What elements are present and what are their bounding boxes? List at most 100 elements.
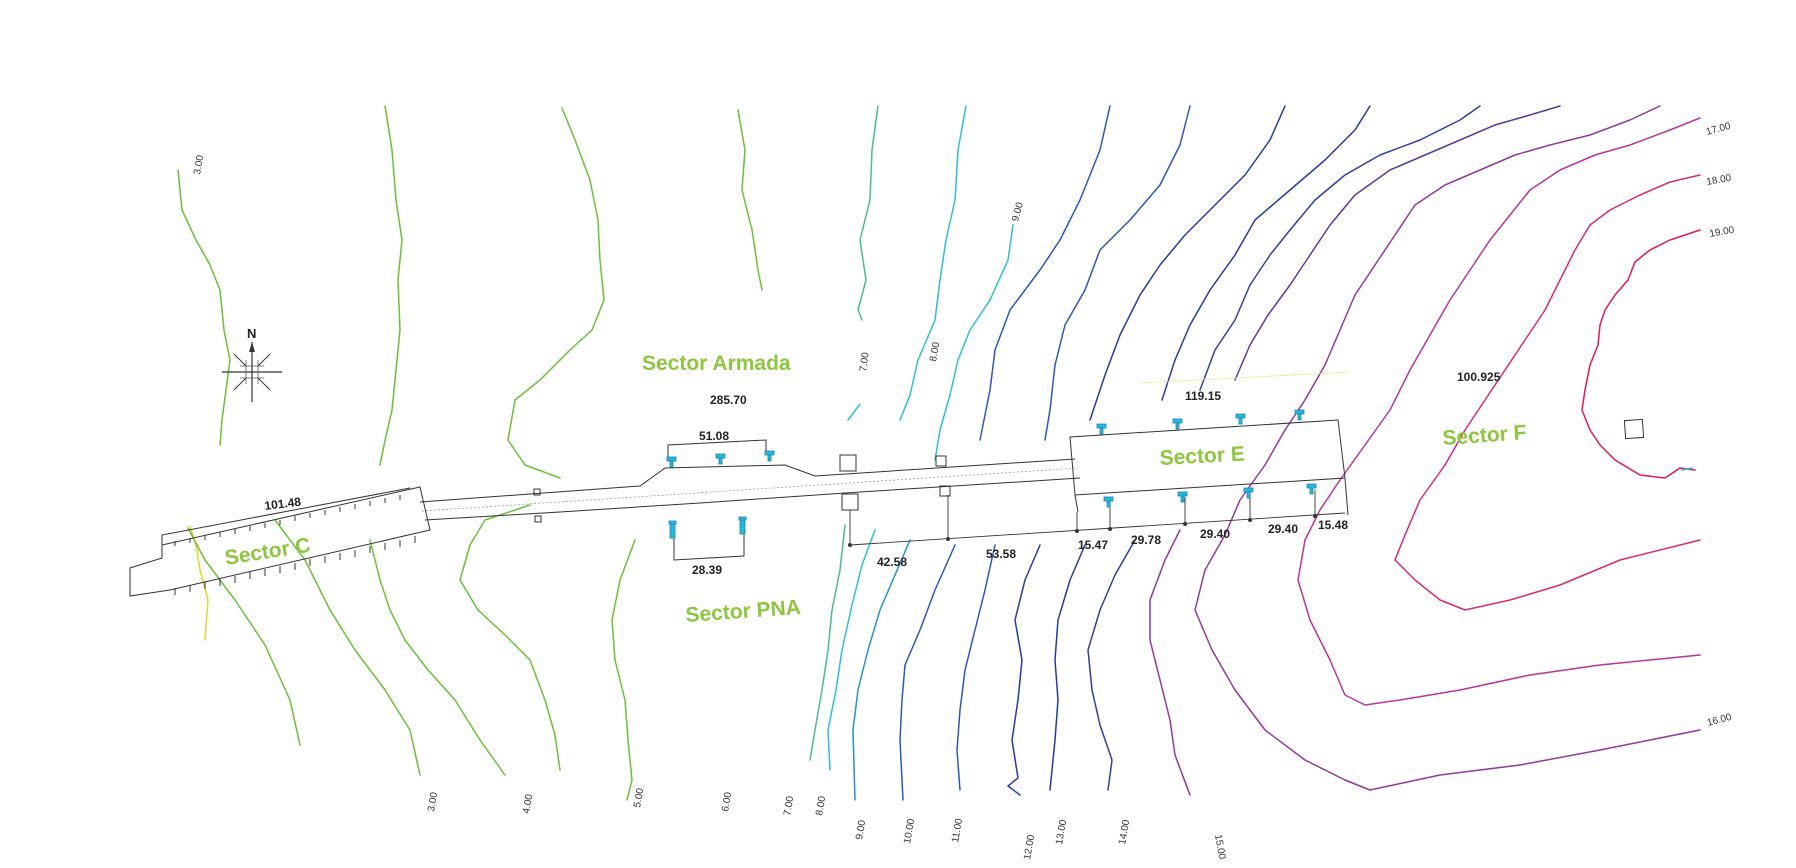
- contour-label: 6.00: [720, 791, 734, 813]
- contour-line-5-top: [507, 107, 605, 479]
- sector-c-pier: [129, 486, 431, 597]
- contour-line-9-top: [934, 224, 1014, 461]
- block-armada-4: [939, 485, 951, 497]
- contour-label: 3.00: [192, 154, 206, 176]
- sector-f-marker: [1623, 418, 1645, 440]
- contour-line-10-bottom: [899, 544, 956, 801]
- contour-line-6-b: [611, 539, 636, 801]
- dim-seg-6: 29.40: [1268, 522, 1298, 536]
- contour-line-armada-top: [737, 109, 763, 291]
- dim-seg-2: 53.58: [986, 547, 1016, 561]
- dim-seg-7: 15.48: [1318, 518, 1348, 532]
- contour-line-14-top: [1199, 105, 1481, 391]
- contour-line-12-bottom: [1007, 544, 1041, 796]
- sector-pna-label: Sector PNA: [685, 596, 802, 627]
- contour-line-4-bottom: [274, 519, 421, 776]
- bollard-e-bottom-4: [1306, 483, 1317, 495]
- dim-tick: [1183, 522, 1187, 526]
- contour-line-16: [1194, 105, 1701, 791]
- contour-label: 5.00: [632, 787, 646, 809]
- contour-label: 19.00: [1709, 225, 1736, 240]
- contour-label: 7.00: [782, 795, 796, 817]
- contour-line-3-top: [177, 169, 231, 446]
- contour-label: 4.00: [521, 793, 535, 815]
- bollard-armada-1: [666, 456, 677, 468]
- contour-line-5-bottom: [459, 504, 561, 771]
- causeway: [419, 458, 1081, 521]
- dim-tick: [848, 543, 852, 547]
- dim-seg-1: 42.58: [877, 555, 907, 569]
- contour-line-11-bottom: [956, 544, 996, 791]
- contour-line-8-stub: [847, 403, 861, 421]
- contour-line-3-bottom: [187, 527, 301, 746]
- bollard-armada-3: [764, 450, 775, 462]
- dim-seg-5: 29.40: [1200, 527, 1230, 541]
- contour-label: 8.00: [814, 795, 828, 817]
- bollard-block-2: [534, 515, 542, 523]
- contour-line-18: [1394, 174, 1701, 611]
- armada-berth-bracket: [667, 439, 767, 458]
- bollard-e-top-2: [1172, 418, 1183, 430]
- dim-tick: [1075, 529, 1079, 533]
- contour-line-6-a: [369, 539, 506, 776]
- contour-line-11-top: [1044, 105, 1191, 441]
- contour-line-7: [857, 105, 879, 321]
- pier-structure: [129, 371, 1645, 597]
- contour-label: 9.00: [854, 819, 868, 841]
- causeway-centerline: [421, 467, 1079, 512]
- sector-armada-label: Sector Armada: [642, 352, 791, 375]
- sector-c-label: Sector C: [223, 534, 312, 570]
- contour-line-17: [1297, 117, 1701, 706]
- contour-line-4-top: [379, 105, 403, 466]
- dim-armada-berth: 51.08: [699, 429, 729, 443]
- sector-e-lower-edge: [1074, 477, 1349, 516]
- contour-line-8-top: [899, 105, 967, 421]
- block-armada-3: [935, 455, 947, 467]
- dim-c-length: 101.48: [264, 495, 302, 513]
- dim-e-length: 119.15: [1185, 389, 1221, 403]
- north-arrow-icon: N: [222, 326, 282, 402]
- contour-line-13-bottom: [1049, 544, 1086, 791]
- sector-e-guide-line: [1139, 371, 1351, 384]
- contour-line-19: [1581, 229, 1701, 479]
- bollard-e-bottom-1: [1103, 496, 1114, 508]
- north-label: N: [247, 326, 256, 341]
- dim-pna-berth: 28.39: [692, 563, 722, 577]
- sector-c-fenders: [161, 487, 411, 546]
- contour-label: 12.00: [1022, 834, 1037, 861]
- bollard-pna-1: [668, 520, 677, 539]
- contour-label: 17.00: [1705, 121, 1732, 138]
- contour-line-7-bottom: [809, 524, 846, 761]
- contour-label: 11.00: [950, 817, 965, 843]
- contour-label: 16.00: [1706, 712, 1733, 729]
- contour-line-15-bottom: [1149, 529, 1191, 796]
- depth-contours: [177, 105, 1701, 801]
- contour-label: 15.00: [1212, 834, 1227, 861]
- bollard-pna-2: [738, 516, 747, 535]
- contour-line-8-bottom: [827, 529, 876, 771]
- dim-seg-3: 15.47: [1078, 538, 1108, 552]
- contour-label: 14.00: [1117, 819, 1132, 846]
- dim-tick: [1248, 518, 1252, 522]
- contour-line-10-top: [979, 105, 1111, 441]
- bollard-e-top-1: [1096, 423, 1107, 435]
- dim-tick: [1108, 527, 1112, 531]
- contour-label: 7.00: [858, 351, 872, 372]
- block-armada-2: [841, 493, 859, 511]
- block-armada-1: [839, 454, 857, 472]
- bollard-e-bottom-3: [1243, 487, 1254, 499]
- contour-line-9-bottom: [852, 539, 911, 801]
- contour-line-19-stub: [1681, 467, 1693, 471]
- contour-line-13-top: [1161, 105, 1371, 401]
- dim-armada-total: 285.70: [710, 393, 747, 407]
- dim-f-length: 100.925: [1457, 370, 1501, 384]
- sector-f-label: Sector F: [1442, 421, 1528, 450]
- contour-label: 10.00: [902, 818, 917, 845]
- bollard-e-top-3: [1235, 413, 1246, 425]
- contour-label: 18.00: [1706, 173, 1733, 188]
- bollard-block-1: [533, 488, 541, 496]
- contour-line-14-bottom: [1087, 539, 1136, 791]
- contour-label: 3.00: [426, 791, 440, 813]
- dimension-line: [849, 490, 1346, 546]
